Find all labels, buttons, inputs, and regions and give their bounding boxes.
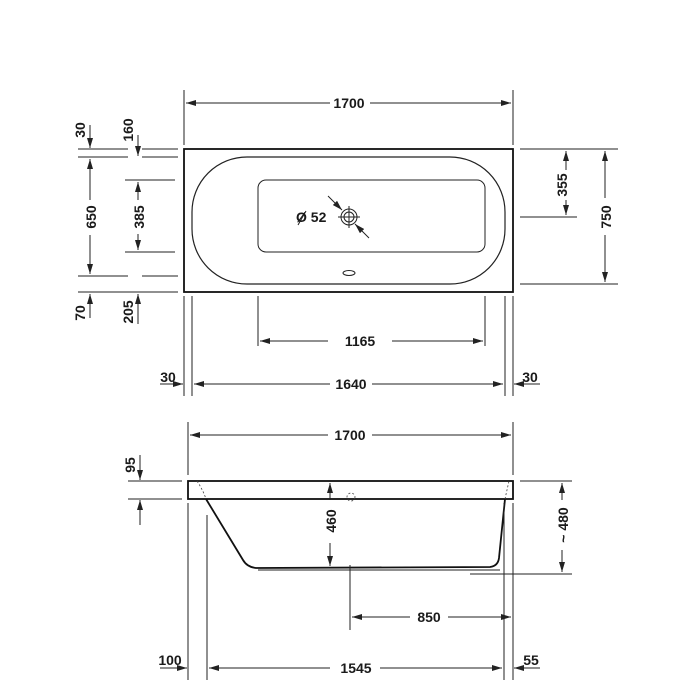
tub-inner-basin — [191, 156, 506, 285]
top-view: 1700 30 160 650 385 70 205 Ø 52 355 750 — [72, 90, 618, 396]
dim-rim-height: 95 — [122, 457, 138, 473]
dim-left-rim: 30 — [160, 369, 176, 385]
dim-base-length: 1545 — [340, 660, 371, 676]
dim-drain-position: 850 — [417, 609, 441, 625]
overflow-icon — [346, 492, 356, 502]
tub-outline — [183, 148, 514, 293]
dim-left-offset: 100 — [158, 652, 182, 668]
dim-drain-area-length: 1165 — [345, 333, 376, 349]
side-view: 1700 95 460 ~ 480 850 1545 100 55 — [122, 422, 572, 680]
dim-inner-depth: 460 — [323, 509, 339, 533]
dim-right-offset: 55 — [523, 652, 539, 668]
dim-top-rim: 30 — [72, 122, 88, 138]
dim-drain-to-edge: 355 — [554, 173, 570, 197]
dim-right-rim: 30 — [522, 369, 538, 385]
dim-overall-length: 1700 — [333, 95, 364, 111]
dim-side-overall-length: 1700 — [334, 427, 365, 443]
tub-rim — [187, 480, 514, 500]
overflow-icon — [342, 270, 356, 276]
dim-inner-length: 1640 — [335, 376, 366, 392]
drain-area — [257, 179, 486, 253]
tub-body — [205, 498, 506, 569]
drain-icon — [297, 195, 370, 239]
dim-inner-width: 650 — [83, 205, 99, 229]
dim-head-offset: 160 — [120, 118, 136, 142]
dim-foot-offset: 205 — [120, 300, 136, 324]
dim-drain-area-width: 385 — [131, 205, 147, 229]
dim-drain-diameter: Ø 52 — [296, 209, 327, 225]
dim-overall-width: 750 — [598, 205, 614, 229]
dim-bottom-rim: 70 — [72, 305, 88, 321]
dim-overall-height: ~ 480 — [555, 507, 571, 543]
